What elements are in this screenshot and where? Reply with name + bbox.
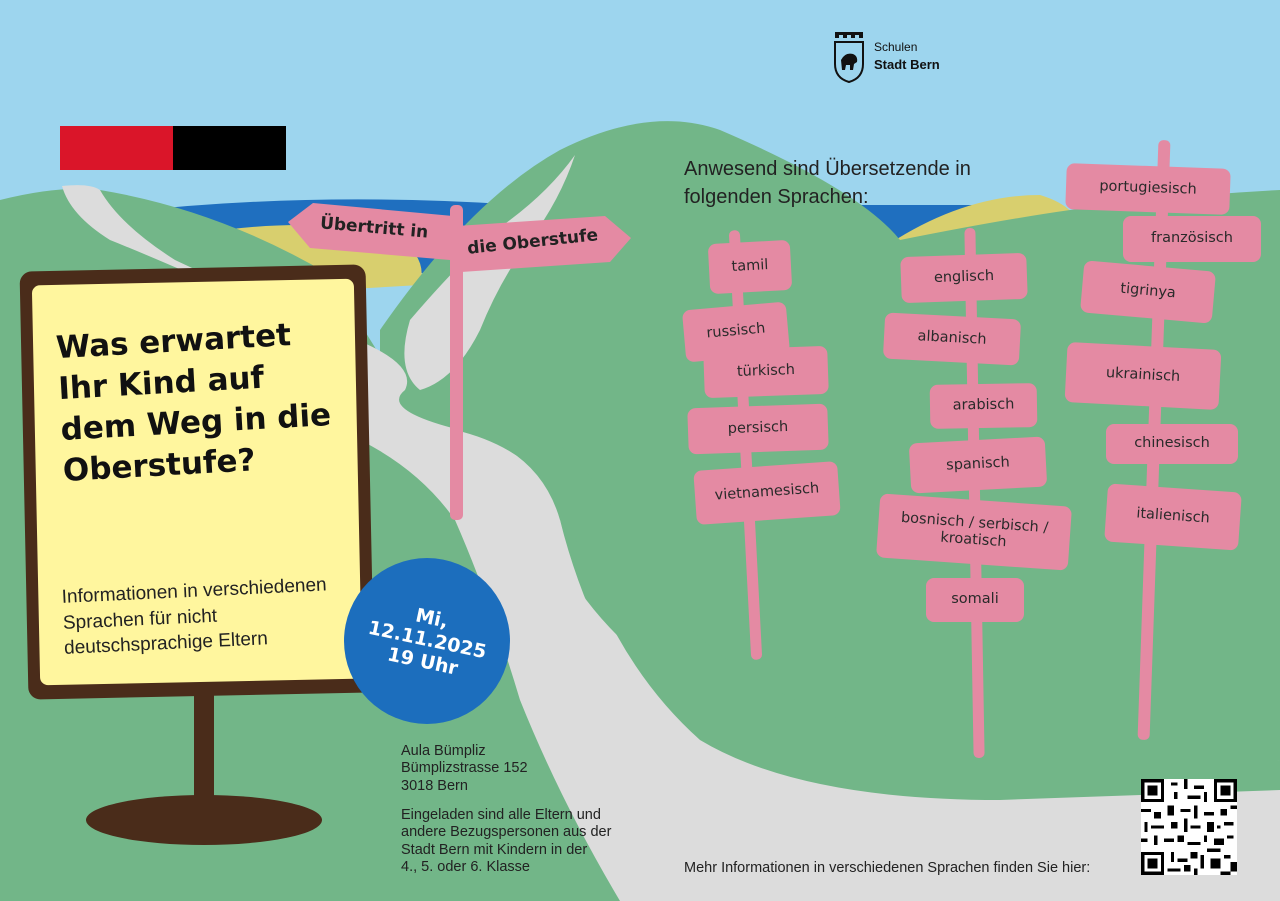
- board-subtitle: Informationen in verschiedenen Sprachen …: [61, 570, 374, 661]
- language-sign: englisch: [900, 252, 1028, 304]
- language-sign: somali: [926, 578, 1024, 622]
- language-sign: bosnisch / serbisch / kroatisch: [876, 493, 1072, 571]
- invitation-line-4: 4., 5. oder 6. Klasse: [401, 859, 530, 876]
- hill-middle: [455, 430, 1280, 800]
- info-board-panel: Was erwartet Ihr Kind auf dem Weg in die…: [31, 278, 364, 686]
- signpost-pole: [450, 205, 463, 520]
- invitation-line-3: Stadt Bern mit Kindern in der: [401, 841, 588, 858]
- invitation-text: Eingeladen sind alle Eltern und andere B…: [401, 807, 611, 877]
- invitation-line-1: Eingeladen sind alle Eltern und: [401, 807, 601, 823]
- language-sign: türkisch: [703, 345, 829, 399]
- signpost-arrow-left: [288, 203, 453, 260]
- date-badge: Mi, 12.11.2025 19 Uhr: [344, 558, 510, 724]
- stadt-bern-logo: Schulen Stadt Bern: [832, 30, 940, 84]
- language-sign: albanisch: [882, 312, 1022, 366]
- road-bottom-wide: [540, 520, 1280, 901]
- venue-street: Bümplizstrasse 152: [401, 760, 528, 777]
- path-road-upper: [404, 155, 575, 390]
- venue-city: 3018 Bern: [401, 777, 468, 794]
- signpost-arrow-right: [457, 216, 631, 272]
- languages-heading-line-2: folgenden Sprachen:: [684, 186, 869, 208]
- more-info-text: Mehr Informationen in verschiedenen Spra…: [684, 860, 1091, 876]
- language-sign: französisch: [1123, 216, 1261, 262]
- qr-code[interactable]: [1141, 779, 1237, 875]
- language-sign: spanisch: [908, 436, 1048, 494]
- venue-name: Aula Bümpliz: [401, 743, 486, 759]
- languages-heading: Anwesend sind Übersetzende in folgenden …: [684, 155, 1014, 211]
- languages-heading-line-1: Anwesend sind Übersetzende in: [684, 158, 971, 180]
- venue-address: Aula Bümpliz Bümplizstrasse 152 3018 Ber…: [401, 743, 528, 795]
- language-sign: tamil: [707, 239, 793, 295]
- language-sign: chinesisch: [1106, 424, 1238, 464]
- flag-black-stripe: [173, 126, 286, 170]
- language-sign: arabisch: [929, 383, 1038, 429]
- language-sign: portugiesisch: [1065, 163, 1231, 215]
- bern-bear-crest-icon: [834, 32, 864, 84]
- invitation-line-2: andere Bezugspersonen aus der: [401, 824, 612, 841]
- language-sign: ukrainisch: [1064, 342, 1222, 410]
- language-sign: persisch: [687, 403, 829, 455]
- board-stand: [86, 690, 322, 845]
- flag-red-stripe: [60, 126, 173, 170]
- language-sign: vietnamesisch: [693, 461, 841, 525]
- headline: Was erwartet Ihr Kind auf dem Weg in die…: [55, 311, 364, 491]
- logo-line-stadt-bern: Stadt Bern: [874, 57, 940, 73]
- logo-line-schulen: Schulen: [874, 39, 918, 54]
- info-board: Was erwartet Ihr Kind auf dem Weg in die…: [19, 264, 375, 700]
- language-sign: italienisch: [1104, 483, 1242, 551]
